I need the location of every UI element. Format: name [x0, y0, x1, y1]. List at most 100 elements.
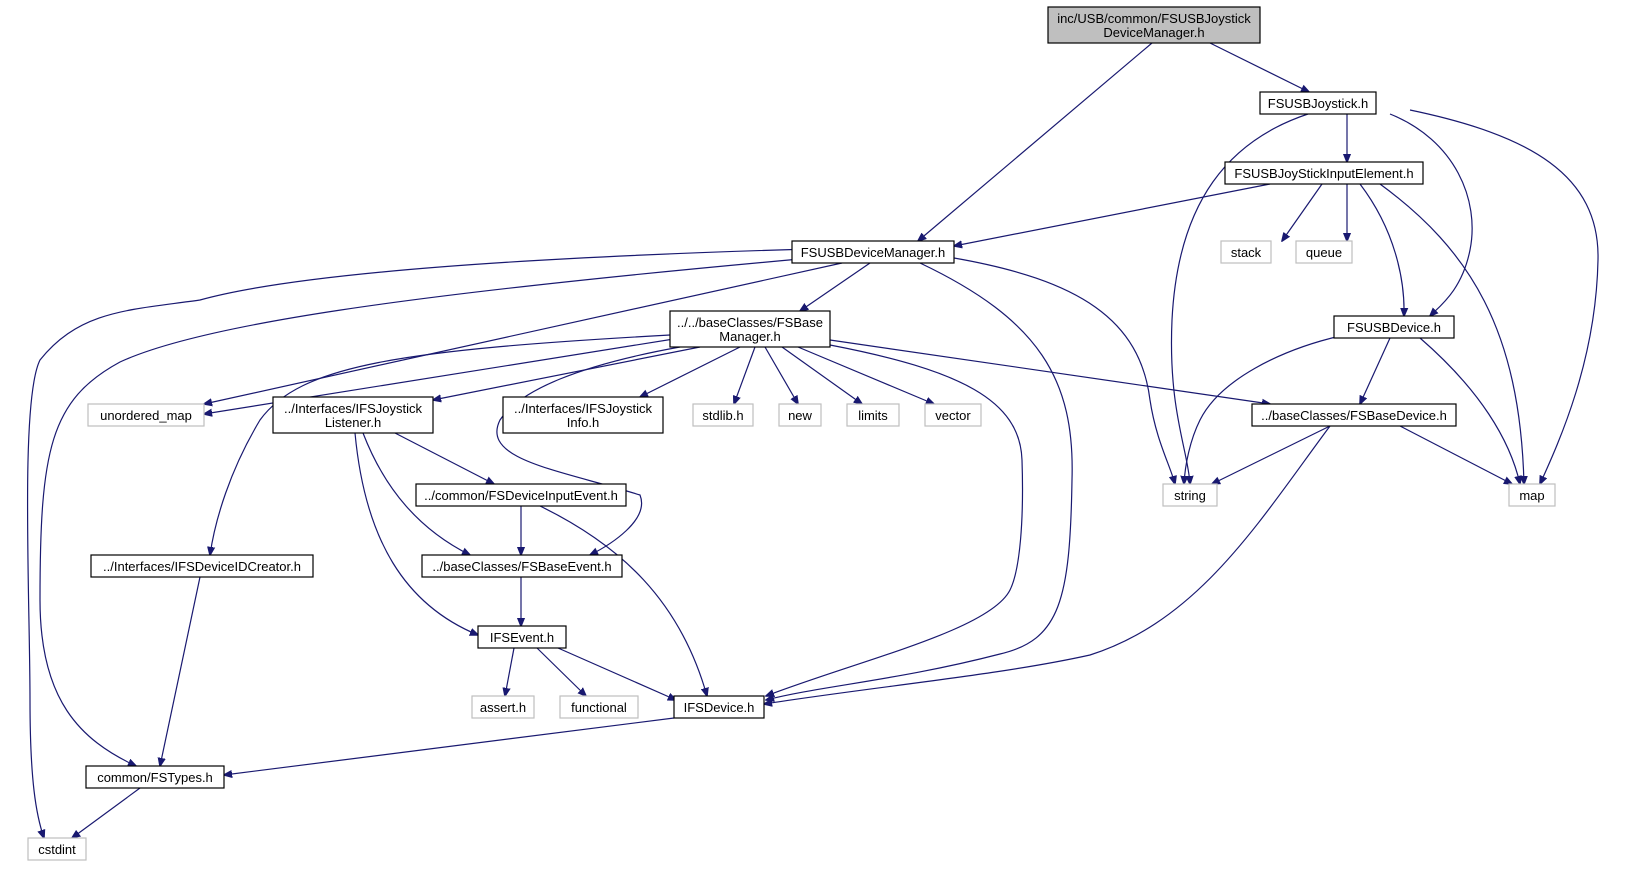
node-label: functional: [571, 700, 627, 715]
node-box: [791, 240, 955, 264]
node-label: DeviceManager.h: [1103, 25, 1204, 40]
node-label: Listener.h: [325, 415, 381, 430]
node-label: queue: [1306, 245, 1342, 260]
node-devmgr[interactable]: FSUSBDeviceManager.h: [791, 240, 955, 264]
node-limits: limits: [846, 403, 900, 427]
node-fstypes[interactable]: common/FSTypes.h: [85, 765, 225, 789]
edge-basemgr-to-ifsdevice: [766, 344, 1024, 696]
edge-devmgr-to-ifsdevice: [766, 262, 1073, 700]
node-stack: stack: [1220, 240, 1272, 264]
node-label: Info.h: [567, 415, 600, 430]
edge-usbdevice-to-string: [1184, 335, 1341, 484]
edge-joystick-to-usbdevice: [1389, 113, 1473, 316]
edge-basedevice-to-map: [1399, 425, 1512, 484]
node-joystick[interactable]: FSUSBJoystick.h: [1259, 91, 1377, 115]
node-label: IFSEvent.h: [490, 630, 554, 645]
node-box: [1047, 6, 1261, 44]
node-devinputevent[interactable]: ../common/FSDeviceInputEvent.h: [415, 483, 627, 507]
node-box: [1295, 240, 1353, 264]
edge-basedevice-to-ifsdevice: [764, 425, 1331, 704]
node-label: ../Interfaces/IFSDeviceIDCreator.h: [103, 559, 301, 574]
edge-inputelem-to-stack: [1282, 183, 1323, 241]
edge-basemgr-to-limits: [781, 346, 862, 404]
edge-joylistener-to-baseevent: [362, 432, 470, 555]
node-box: [559, 695, 639, 719]
node-box: [846, 403, 900, 427]
node-usbdevice[interactable]: FSUSBDevice.h: [1333, 315, 1455, 339]
node-box: [1251, 403, 1457, 427]
edge-joylistener-to-devinputevent: [394, 432, 494, 484]
node-box: [1333, 315, 1455, 339]
edge-joystick-to-string: [1170, 113, 1309, 484]
node-main[interactable]: inc/USB/common/FSUSBJoystickDeviceManage…: [1047, 6, 1261, 44]
node-box: [1162, 483, 1218, 507]
node-devidcreator[interactable]: ../Interfaces/IFSDeviceIDCreator.h: [90, 554, 314, 578]
node-basedevice[interactable]: ../baseClasses/FSBaseDevice.h: [1251, 403, 1457, 427]
edge-ifsevent-to-functional: [536, 647, 586, 696]
node-box: [502, 396, 664, 434]
node-box: [27, 837, 87, 861]
edge-inputelem-to-devmgr: [954, 183, 1271, 246]
node-label: FSUSBDeviceManager.h: [801, 245, 946, 260]
node-box: [272, 396, 434, 434]
node-label: ../../baseClasses/FSBase: [677, 315, 823, 330]
edge-main-to-joystick: [1209, 42, 1309, 92]
node-label: vector: [935, 408, 971, 423]
node-box: [778, 403, 822, 427]
node-label: stdlib.h: [702, 408, 743, 423]
node-label: ../Interfaces/IFSJoystick: [284, 401, 422, 416]
node-box: [692, 403, 754, 427]
node-box: [90, 554, 314, 578]
node-box: [87, 403, 205, 427]
edge-devmgr-to-basemgr: [800, 262, 871, 311]
node-string: string: [1162, 483, 1218, 507]
edge-basemgr-to-joyinfo: [640, 346, 741, 397]
edge-basemgr-to-new: [764, 346, 798, 404]
edge-usbdevice-to-basedevice: [1360, 337, 1391, 404]
edge-basemgr-to-vector: [797, 346, 934, 404]
node-box: [669, 310, 831, 348]
node-new: new: [778, 403, 822, 427]
node-label: ../common/FSDeviceInputEvent.h: [424, 488, 618, 503]
edge-usbdevice-to-map: [1419, 337, 1520, 484]
node-ifsdevice[interactable]: IFSDevice.h: [673, 695, 765, 719]
node-ifsevent[interactable]: IFSEvent.h: [477, 625, 567, 649]
edge-joylistener-to-ifsevent: [354, 432, 478, 635]
node-inputelem[interactable]: FSUSBJoyStickInputElement.h: [1224, 161, 1424, 185]
edge-basemgr-to-joylistener: [433, 346, 701, 400]
node-box: [415, 483, 627, 507]
edge-basemgr-to-devidcreator: [210, 334, 671, 555]
edge-devmgr-to-string: [953, 257, 1175, 484]
node-queue: queue: [1295, 240, 1353, 264]
node-label: FSUSBDevice.h: [1347, 320, 1441, 335]
node-unordered_map: unordered_map: [87, 403, 205, 427]
edges-layer: [26, 42, 1599, 838]
node-assert: assert.h: [471, 695, 535, 719]
edge-devmgr-to-fstypes: [39, 258, 801, 766]
node-label: ../baseClasses/FSBaseEvent.h: [432, 559, 611, 574]
edge-basemgr-to-stdlib: [734, 346, 756, 404]
node-label: assert.h: [480, 700, 526, 715]
node-label: string: [1174, 488, 1206, 503]
edge-main-to-devmgr: [918, 42, 1153, 241]
edge-basemgr-to-baseevent: [496, 346, 681, 555]
node-label: ../baseClasses/FSBaseDevice.h: [1261, 408, 1447, 423]
nodes-layer: inc/USB/common/FSUSBJoystickDeviceManage…: [27, 6, 1556, 861]
node-label: cstdint: [38, 842, 76, 857]
node-box: [85, 765, 225, 789]
node-baseevent[interactable]: ../baseClasses/FSBaseEvent.h: [421, 554, 623, 578]
node-label: new: [788, 408, 812, 423]
node-label: stack: [1231, 245, 1262, 260]
edge-devinputevent-to-ifsdevice: [539, 505, 707, 696]
node-box: [1508, 483, 1556, 507]
node-label: inc/USB/common/FSUSBJoystick: [1057, 11, 1251, 26]
edge-devmgr-to-unordered_map: [204, 262, 843, 404]
node-box: [1224, 161, 1424, 185]
edge-devidcreator-to-fstypes: [160, 576, 201, 766]
node-box: [471, 695, 535, 719]
edge-fstypes-to-cstdint: [72, 787, 141, 838]
